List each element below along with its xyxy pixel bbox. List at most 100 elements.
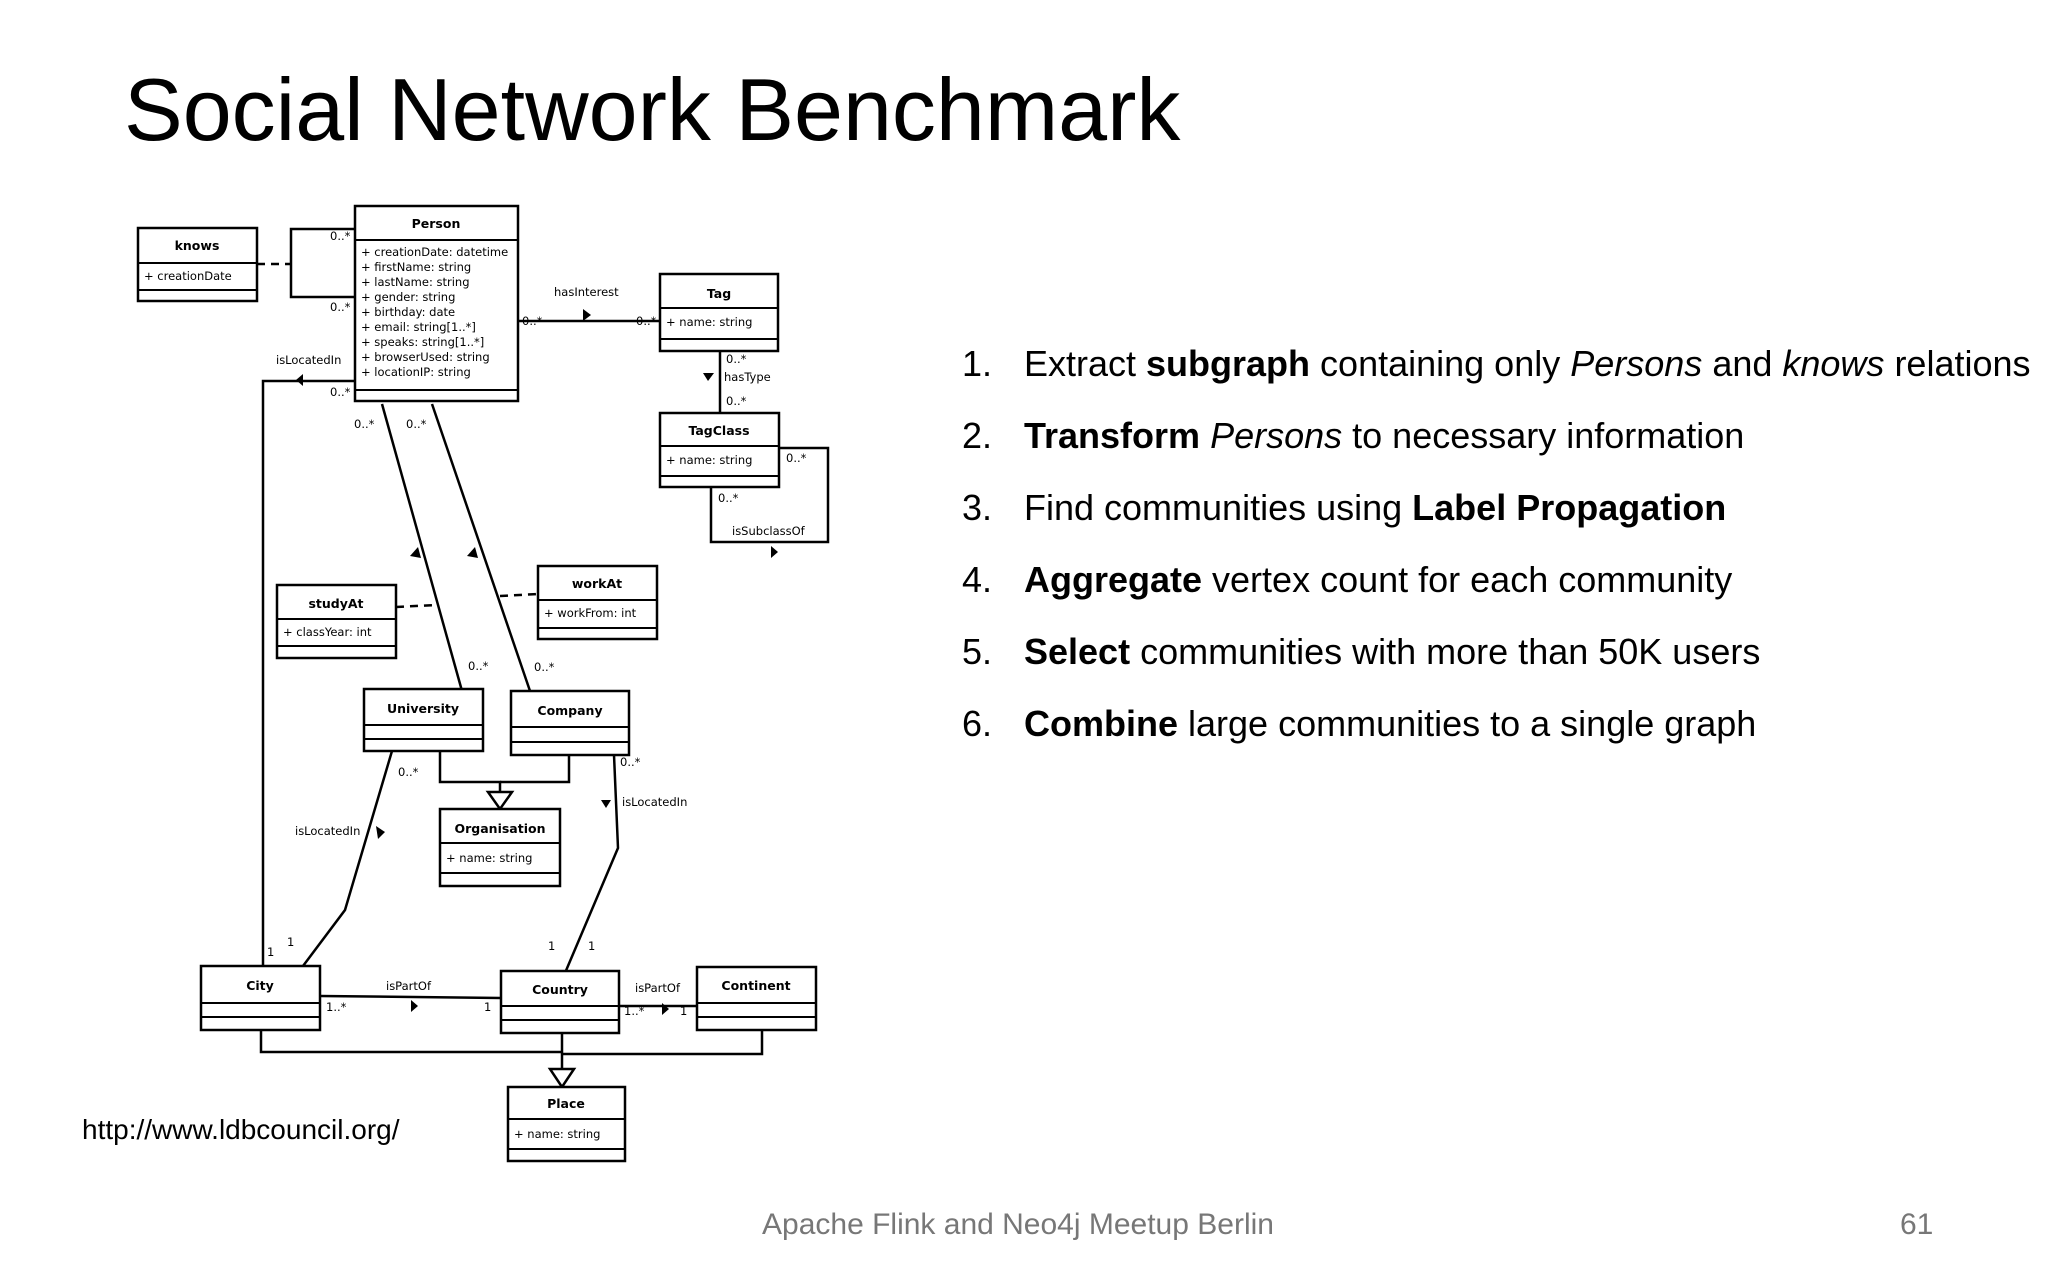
company-generalization-line (500, 751, 571, 784)
class-continent (695, 965, 818, 1032)
is-subclass-of-line (709, 446, 830, 544)
company-located-in-arrow (601, 800, 611, 808)
step-text-run: Transform (1024, 415, 1201, 456)
class-university-name: University (387, 701, 459, 716)
multiplicity: 0..* (726, 352, 747, 366)
class-company (509, 689, 631, 757)
has-type-arrow (703, 373, 714, 381)
step-text-run: Select (1024, 631, 1131, 672)
class-studyat-name: studyAt (308, 596, 363, 611)
university-located-in-label: isLocatedIn (295, 824, 360, 838)
study-at-arrow (410, 547, 421, 558)
class-attribute: + gender: string (361, 290, 455, 304)
class-attribute: + firstName: string (361, 260, 471, 274)
step-text: Select communities with more than 50K us… (1024, 631, 1760, 672)
step-text-run: communities with more than 50K users (1130, 631, 1761, 672)
step-text: Extract subgraph containing only Persons… (1024, 343, 2031, 384)
class-tagclass (658, 411, 781, 489)
step-text: Transform Persons to necessary informati… (1024, 415, 1744, 456)
multiplicity: 0..* (726, 394, 747, 408)
has-interest-label: hasInterest (554, 285, 619, 299)
step-text-run: Extract (1024, 343, 1147, 384)
step-text-run: Label Propagation (1412, 487, 1727, 528)
class-workat-name: workAt (572, 576, 622, 591)
city-part-of-arrow (411, 1000, 418, 1012)
step-text-run: Persons (1210, 415, 1343, 456)
step-item: 3.Find communities using Label Propagati… (962, 472, 2031, 544)
step-text-run: subgraph (1146, 343, 1311, 384)
class-attribute: + name: string (666, 315, 752, 329)
step-item: 2.Transform Persons to necessary informa… (962, 400, 2031, 472)
has-type-label: hasType (724, 370, 771, 384)
multiplicity: 0..* (330, 300, 351, 314)
is-subclass-of-label: isSubclassOf (732, 524, 806, 538)
multiplicity: 1..* (624, 1004, 645, 1018)
multiplicity: 0..* (786, 451, 807, 465)
multiplicity: 0..* (534, 660, 555, 674)
step-number: 5. (962, 631, 993, 672)
person-located-in-arrow (296, 374, 303, 386)
class-attribute: + name: string (446, 851, 532, 865)
class-city-name: City (246, 978, 274, 993)
step-item: 1. Extract subgraph containing only Perso… (962, 328, 2031, 400)
class-knows (136, 226, 259, 303)
organisation-generalization-arrow (485, 790, 515, 812)
multiplicity: 0..* (330, 385, 351, 399)
class-attribute: + email: string[1..*] (361, 320, 476, 334)
class-attribute: + name: string (514, 1127, 600, 1141)
multiplicity: 0..* (354, 417, 375, 431)
steps-list: 1. Extract subgraph containing only Perso… (962, 328, 2031, 760)
step-number: 4. (962, 559, 993, 600)
class-attribute: + creationDate (144, 269, 232, 283)
step-text-run: to necessary information (1342, 415, 1745, 456)
country-part-of-arrow (662, 1003, 669, 1015)
step-item: 5. Select communities with more than 50K … (962, 616, 2031, 688)
step-text: Find communities using Label Propagation (1024, 487, 1726, 528)
source-url[interactable]: http://www.ldbcouncil.org/ (82, 1114, 400, 1145)
city-part-of-line (319, 994, 502, 1000)
class-city (199, 964, 322, 1032)
class-attribute: + speaks: string[1..*] (361, 335, 484, 349)
class-attribute: + locationIP: string (361, 365, 471, 379)
company-located-in-label: isLocatedIn (622, 795, 687, 809)
country-part-of-label: isPartOf (635, 981, 681, 995)
step-text-run: Persons (1570, 343, 1703, 384)
company-located-in-line (563, 754, 620, 974)
step-text-run: Find communities using (1024, 487, 1413, 528)
person-located-in-line (261, 379, 355, 966)
multiplicity: 1 (548, 939, 555, 953)
multiplicity: 1 (267, 945, 274, 959)
multiplicity: 0..* (620, 755, 641, 769)
class-tag-name: Tag (707, 286, 731, 301)
step-text-run: Combine (1024, 703, 1179, 744)
study-at-line (380, 403, 464, 692)
study-at-class-link (395, 603, 437, 609)
class-continent-name: Continent (721, 978, 790, 993)
slide-footer: Apache Flink and Neo4j Meetup Berlin (762, 1208, 1274, 1241)
multiplicity: 1 (680, 1004, 687, 1018)
class-knows-name: knows (175, 238, 220, 253)
has-interest-arrow (583, 309, 591, 321)
multiplicity: 0..* (718, 491, 739, 505)
step-text-run (1200, 415, 1210, 456)
step-text-run: relations (1884, 343, 2031, 384)
multiplicity: 1 (588, 939, 595, 953)
step-text-run: Aggregate (1024, 559, 1203, 600)
page-number: 61 (1900, 1208, 1934, 1241)
class-organisation-name: Organisation (455, 821, 546, 836)
multiplicity: 0..* (406, 417, 427, 431)
class-person (353, 204, 520, 403)
multiplicity: 0..* (468, 659, 489, 673)
multiplicity: 1 (484, 1000, 491, 1014)
continent-generalization-line (562, 1030, 764, 1056)
university-located-in-line (302, 750, 394, 967)
step-number: 1. (962, 343, 993, 384)
class-attribute: + birthday: date (361, 305, 455, 319)
place-generalization-arrow (547, 1067, 577, 1090)
step-text-run: containing only (1310, 343, 1571, 384)
multiplicity: 1 (287, 935, 294, 949)
multiplicity: 0..* (330, 229, 351, 243)
class-country-name: Country (532, 982, 588, 997)
class-university (362, 687, 485, 753)
class-attribute: + creationDate: datetime (361, 245, 508, 259)
